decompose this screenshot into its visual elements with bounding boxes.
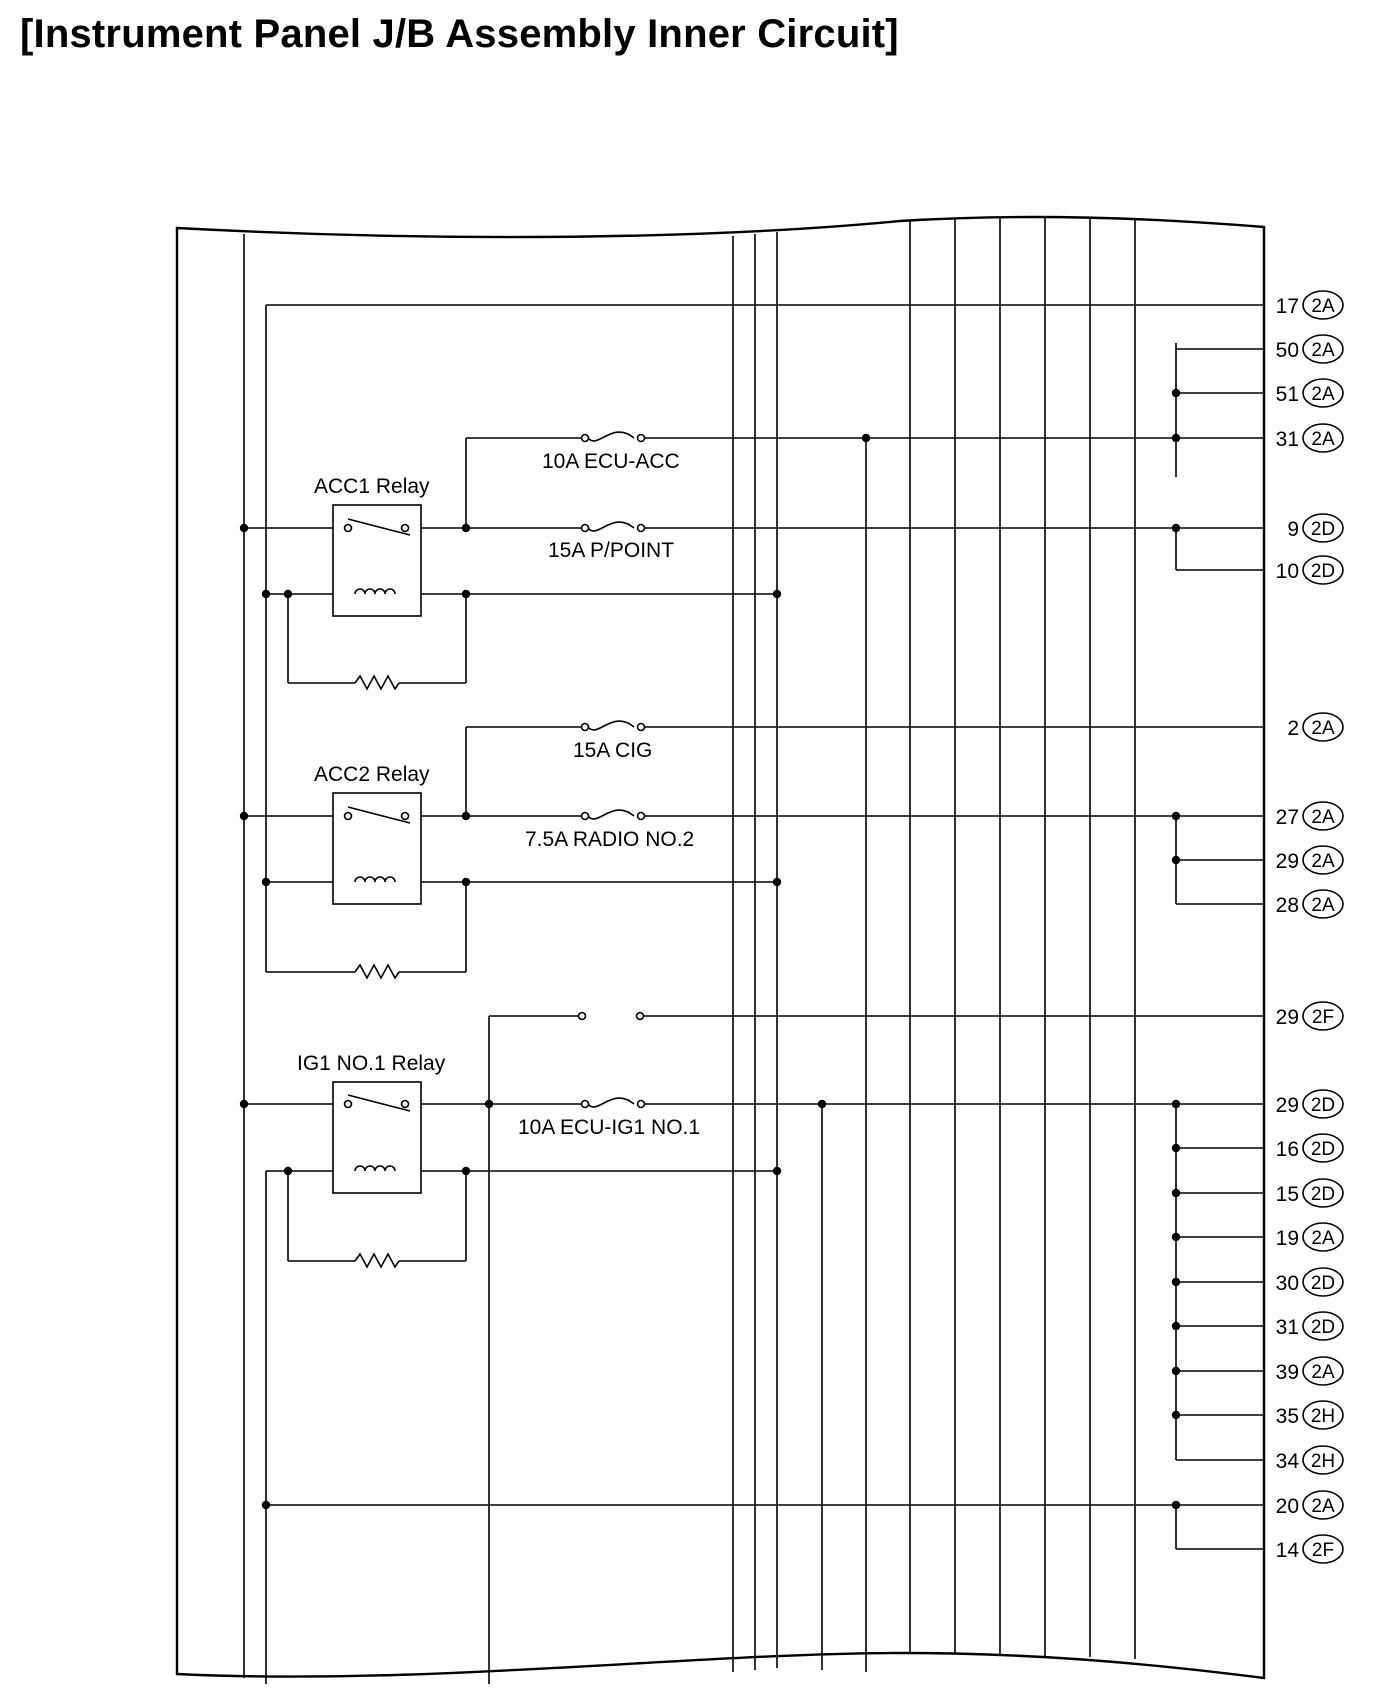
fuse-7-5a-radio-no2: 7.5A RADIO NO.2 (525, 809, 694, 851)
terminal: 31 2D (1276, 1311, 1344, 1341)
svg-text:2A: 2A (1311, 1362, 1335, 1383)
svg-text:31: 31 (1276, 428, 1299, 451)
svg-text:17: 17 (1276, 295, 1299, 318)
terminal: 39 2A (1276, 1356, 1344, 1386)
terminal: 20 2A (1276, 1490, 1344, 1520)
svg-text:2A: 2A (1311, 851, 1335, 872)
svg-text:10: 10 (1276, 560, 1299, 583)
terminal: 30 2D (1276, 1267, 1344, 1297)
fuse-label: 10A ECU-IG1 NO.1 (518, 1116, 700, 1139)
terminal: 28 2A (1276, 889, 1344, 919)
svg-text:39: 39 (1276, 1361, 1299, 1384)
internal-bus-lines (243, 216, 1177, 1678)
svg-text:14: 14 (1276, 1539, 1300, 1562)
svg-text:2D: 2D (1311, 1184, 1335, 1205)
svg-text:2D: 2D (1311, 1273, 1335, 1294)
terminal: 27 2A (1276, 801, 1344, 831)
terminal: 35 2H (1276, 1400, 1344, 1430)
terminal: 29 2D (1276, 1089, 1344, 1119)
terminal: 29 2A (1276, 845, 1344, 875)
svg-text:2A: 2A (1311, 718, 1335, 739)
svg-text:2D: 2D (1311, 561, 1335, 582)
svg-text:29: 29 (1276, 850, 1299, 873)
svg-text:2: 2 (1287, 717, 1299, 740)
svg-text:29: 29 (1276, 1094, 1299, 1117)
svg-text:34: 34 (1276, 1450, 1300, 1473)
svg-text:20: 20 (1276, 1495, 1299, 1518)
svg-text:2F: 2F (1312, 1540, 1334, 1561)
svg-text:28: 28 (1276, 894, 1299, 917)
svg-text:51: 51 (1276, 383, 1299, 406)
page-title: [Instrument Panel J/B Assembly Inner Cir… (20, 12, 899, 56)
svg-text:2A: 2A (1311, 1496, 1335, 1517)
acc1-relay-box (332, 504, 422, 617)
junction-block-outline (175, 215, 1266, 1680)
svg-text:2A: 2A (1311, 1228, 1335, 1249)
svg-text:2D: 2D (1311, 1095, 1335, 1116)
svg-text:2D: 2D (1311, 1317, 1335, 1338)
acc1-relay-circuit: ACC1 Relay 10A ECU-ACC 15A P/POINT (244, 304, 1264, 1672)
terminal: 16 2D (1276, 1133, 1344, 1163)
terminal: 14 2F (1276, 1534, 1344, 1564)
svg-text:15: 15 (1276, 1183, 1299, 1206)
acc2-relay-box (332, 792, 422, 905)
terminal: 51 2A (1276, 378, 1344, 408)
terminal: 15 2D (1276, 1178, 1344, 1208)
ig1-relay-box (332, 1081, 422, 1194)
svg-text:2A: 2A (1311, 895, 1335, 916)
svg-text:2A: 2A (1311, 296, 1335, 317)
svg-text:2H: 2H (1311, 1406, 1335, 1427)
svg-text:2A: 2A (1311, 807, 1335, 828)
svg-text:27: 27 (1276, 806, 1299, 829)
open-link (577, 1011, 645, 1021)
svg-text:2A: 2A (1311, 429, 1335, 450)
terminal: 29 2F (1276, 1001, 1344, 1031)
svg-text:31: 31 (1276, 1316, 1299, 1339)
svg-text:19: 19 (1276, 1227, 1299, 1250)
svg-text:2A: 2A (1311, 340, 1335, 361)
junction-dots (239, 388, 1181, 1510)
terminal: 34 2H (1276, 1445, 1344, 1475)
return-circuit (266, 1504, 1264, 1550)
svg-text:2D: 2D (1311, 519, 1335, 540)
svg-text:35: 35 (1276, 1405, 1299, 1428)
fuse-label: 15A CIG (573, 739, 652, 762)
ig1-relay-label: IG1 NO.1 Relay (297, 1052, 446, 1075)
svg-text:9: 9 (1287, 518, 1299, 541)
fuse-10a-ecu-acc: 10A ECU-ACC (542, 431, 680, 473)
fuse-label: 10A ECU-ACC (542, 450, 680, 473)
terminal: 50 2A (1276, 334, 1344, 364)
svg-text:2F: 2F (1312, 1007, 1334, 1028)
acc1-relay-label: ACC1 Relay (314, 475, 430, 498)
svg-text:2H: 2H (1311, 1451, 1335, 1472)
terminal: 19 2A (1276, 1222, 1344, 1252)
svg-text:16: 16 (1276, 1138, 1299, 1161)
acc2-relay-circuit: ACC2 Relay 15A CIG 7.5A RADIO NO.2 (244, 720, 1264, 980)
svg-text:29: 29 (1276, 1006, 1299, 1029)
svg-text:2D: 2D (1311, 1139, 1335, 1160)
svg-text:2A: 2A (1311, 384, 1335, 405)
ig1-relay-circuit: IG1 NO.1 Relay 10A ECU-IG1 NO.1 (244, 1011, 1264, 1684)
terminal-list: 17 2A 50 2A 51 2A 31 2A 9 2D 10 2D 2 2A 27 2A 29… (1276, 290, 1344, 1564)
terminal: 9 2D (1287, 513, 1344, 543)
svg-text:50: 50 (1276, 339, 1299, 362)
svg-text:30: 30 (1276, 1272, 1299, 1295)
terminal: 31 2A (1276, 423, 1344, 453)
fuse-15a-cig: 15A CIG (573, 720, 652, 762)
terminal: 10 2D (1276, 555, 1344, 585)
acc2-relay-label: ACC2 Relay (314, 763, 430, 786)
fuse-label: 15A P/POINT (548, 539, 674, 562)
fuse-10a-ecu-ig1-no1: 10A ECU-IG1 NO.1 (518, 1097, 700, 1139)
terminal: 17 2A (1276, 290, 1344, 320)
fuse-label: 7.5A RADIO NO.2 (525, 828, 694, 851)
terminal: 2 2A (1287, 712, 1344, 742)
fuse-15a-p-point: 15A P/POINT (548, 521, 674, 562)
